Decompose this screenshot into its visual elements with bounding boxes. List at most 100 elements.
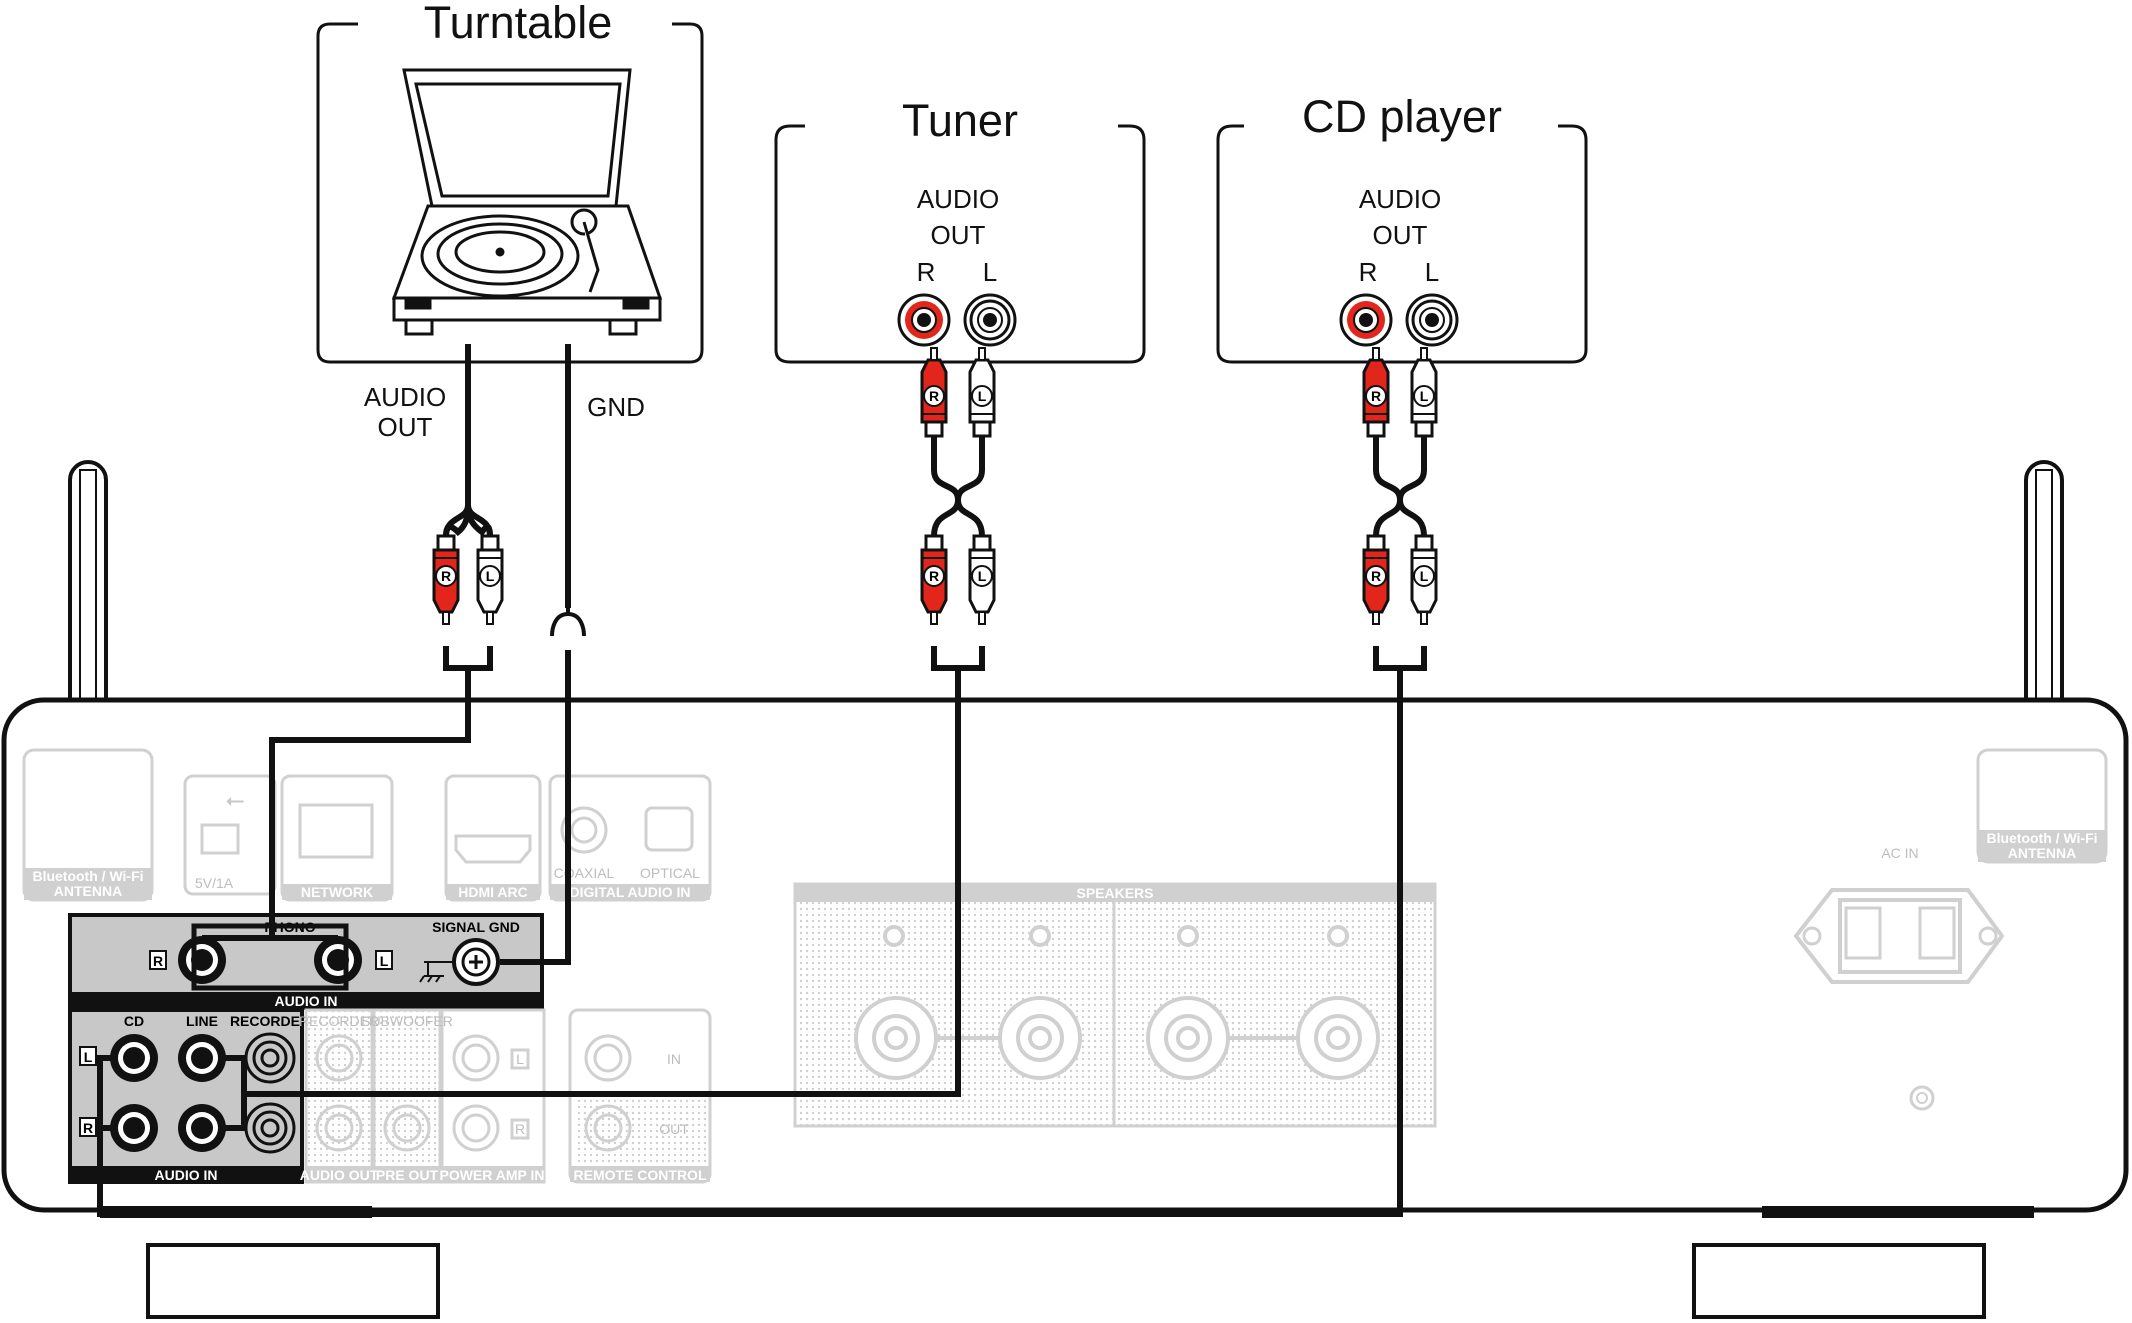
digital-audio-in-label: DIGITAL AUDIO IN [569,884,690,900]
tuner-l-jack[interactable] [963,293,1017,347]
antenna-label-right: Bluetooth / Wi-Fi [1986,830,2097,846]
svg-text:L: L [1420,388,1429,404]
cd-cable [1373,436,1427,501]
phono-l-jack[interactable] [314,936,362,984]
phono-panel: PHONO SIGNAL GND AUDIO IN R L [68,913,544,1010]
recorder-label: RECORDER [230,1013,310,1029]
speaker-terminals: SPEAKERS [793,882,1437,1128]
power-amp-in-label: POWER AMP IN [439,1167,544,1183]
audio-in-r-badge: R [83,1120,93,1136]
hdmi-port: HDMI ARC [444,774,542,902]
cd-player-device: CD player AUDIO OUT R L [1216,91,1588,364]
ac-in: AC IN [1793,845,2005,1111]
svg-text:R: R [929,388,939,404]
audio-in-l-badge: L [84,1049,93,1065]
tuner-out-label: OUT [931,220,986,250]
antenna-label-right-2: ANTENNA [2008,845,2076,861]
cd-amp-r-plug: R [1362,534,1390,625]
coaxial-label: COAXIAL [554,865,615,881]
network-label: NETWORK [301,884,373,900]
tuner-device: Tuner AUDIO OUT R L [774,95,1146,364]
turntable-l-plug: L [476,534,504,625]
tuner-source-l-plug: L [968,347,996,438]
power-amp-r-badge: R [515,1121,525,1137]
digital-audio-in: COAXIAL OPTICAL DIGITAL AUDIO IN [548,774,712,902]
subwoofer-label: SUBWOOFER [361,1013,453,1029]
turntable-title: Turntable [424,0,612,48]
amplifier: Bluetooth / Wi-Fi ANTENNA Bluetooth / Wi… [1,460,2129,1319]
cd-r-label: R [1359,257,1378,287]
svg-text:R: R [929,568,939,584]
turntable-audio-out-label: AUDIO [364,382,446,412]
svg-text:R: R [1371,388,1381,404]
cd-r-jack[interactable] [110,1104,158,1152]
cd-l-label: L [1425,257,1439,287]
pre-out-label: PRE OUT [376,1167,439,1183]
audio-in-label: AUDIO IN [155,1167,218,1183]
usb-port: ⭠ 5V/1A [183,774,277,896]
phono-l-badge: L [380,953,389,969]
turntable-audio-cable-amp [269,646,493,938]
cd-player-title: CD player [1302,91,1502,142]
tuner-amp-r-plug: R [920,534,948,625]
svg-text:R: R [441,568,451,584]
tuner-r-label: R [917,257,936,287]
signal-gnd-terminal[interactable] [452,938,500,986]
tuner-r-jack[interactable] [897,293,951,347]
network-port: NETWORK [280,774,394,902]
speakers-label: SPEAKERS [1076,885,1153,901]
tuner-l-label: L [983,257,997,287]
power-amp-l-badge: L [516,1051,524,1067]
turntable-gnd-cable [500,344,571,965]
phono-audio-in-label: AUDIO IN [275,993,338,1009]
cd-source-r-plug: R [1362,347,1390,438]
svg-text:L: L [1420,568,1429,584]
cd-player-l-jack[interactable] [1405,293,1459,347]
turntable-r-plug: R [432,534,460,625]
line-label: LINE [186,1013,218,1029]
left-foot [146,1243,440,1319]
audio-out-label: AUDIO OUT [300,1167,379,1183]
rca-plugs: R L R L R L R L R L [432,347,1438,625]
antenna-label-left-2: ANTENNA [54,883,122,899]
cd-label: CD [124,1013,144,1029]
gnd-fork-icon [550,606,586,637]
tuner-source-r-plug: R [920,347,948,438]
cd-source-l-plug: L [1410,347,1438,438]
cd-audio-label: AUDIO [1359,184,1441,214]
ground-icon [419,961,454,983]
cables [97,344,1427,1217]
cd-out-label: OUT [1373,220,1428,250]
tuner-amp-l-plug: L [968,534,996,625]
turntable-audio-out-label-2: OUT [378,412,433,442]
remote-control-label: REMOTE CONTROL [574,1167,707,1183]
cd-amp-l-plug: L [1410,534,1438,625]
tuner-audio-label: AUDIO [917,184,999,214]
remote-out-label: OUT [659,1121,689,1137]
usb-label: 5V/1A [195,875,234,891]
signal-gnd-label: SIGNAL GND [432,919,520,935]
tuner-cable [931,436,985,501]
turntable-device: Turntable AUDIO OUT GND [316,0,704,442]
right-foot [1692,1243,1986,1319]
turntable-gnd-label: GND [587,392,645,422]
tuner-title: Tuner [902,95,1018,146]
phono-r-badge: R [153,953,163,969]
cd-player-r-jack[interactable] [1339,293,1393,347]
remote-in-label: IN [667,1051,681,1067]
recorder-out-label: RECORDER [299,1013,379,1029]
usb-icon: ⭠ [225,787,244,814]
svg-text:L: L [486,568,495,584]
hdmi-label: HDMI ARC [458,884,527,900]
antenna-label-left: Bluetooth / Wi-Fi [32,868,143,884]
svg-text:L: L [978,568,987,584]
line-r-jack[interactable] [178,1104,226,1152]
cd-l-jack[interactable] [110,1034,158,1082]
line-l-jack[interactable] [178,1034,226,1082]
optical-label: OPTICAL [640,865,700,881]
turntable-icon [391,68,663,336]
svg-text:R: R [1371,568,1381,584]
phono-r-jack[interactable] [178,936,226,984]
svg-text:L: L [978,388,987,404]
